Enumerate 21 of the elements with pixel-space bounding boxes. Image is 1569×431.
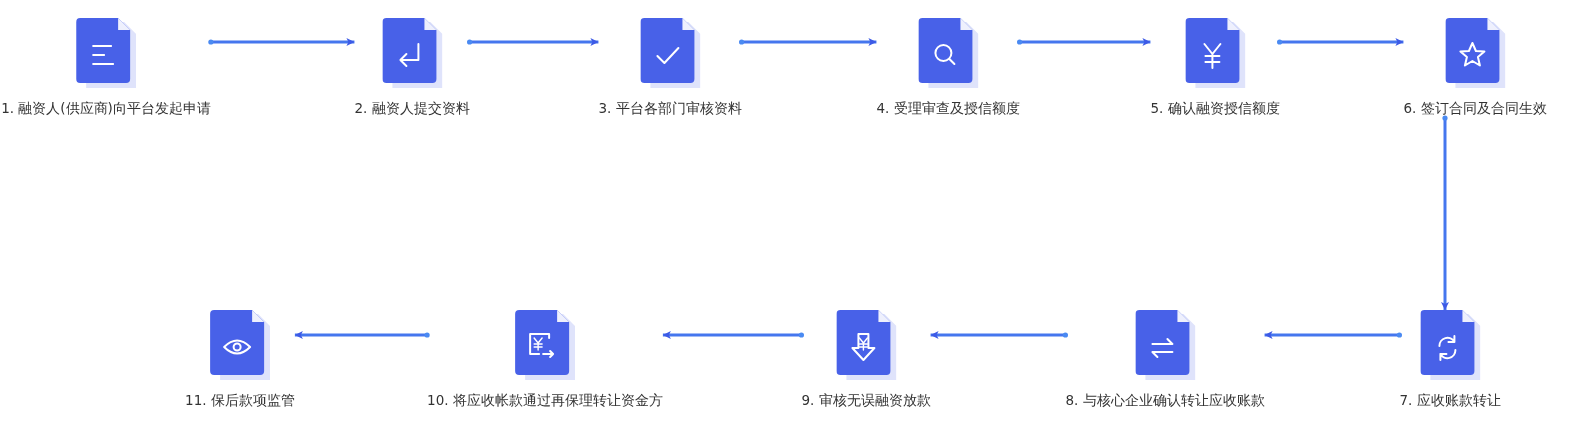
step-label: 8. 与核心企业确认转让应收账款 [1065, 392, 1265, 410]
arrow [930, 331, 1068, 339]
step-label: 4. 受理审查及授信额度 [876, 100, 1020, 118]
step-label: 9. 审核无误融资放款 [801, 392, 931, 410]
arrow [467, 38, 599, 46]
step-label: 11. 保后款项监管 [185, 392, 295, 410]
arrow [294, 331, 430, 339]
arrow [1017, 38, 1151, 46]
step-label: 2. 融资人提交资料 [354, 100, 470, 118]
arrow [1264, 331, 1402, 339]
step-label: 3. 平台各部门审核资料 [598, 100, 742, 118]
step-label: 5. 确认融资授信额度 [1150, 100, 1280, 118]
step-label: 7. 应收账款转让 [1399, 392, 1501, 410]
step-label: 1. 融资人(供应商)向平台发起申请 [1, 100, 211, 118]
step-label: 6. 签订合同及合同生效 [1403, 100, 1547, 118]
arrow [739, 38, 877, 46]
arrow [1277, 38, 1404, 46]
arrow [1441, 115, 1449, 310]
arrow [208, 38, 355, 46]
step-label: 10. 将应收帐款通过再保理转让资金方 [427, 392, 663, 410]
arrow [662, 331, 804, 339]
